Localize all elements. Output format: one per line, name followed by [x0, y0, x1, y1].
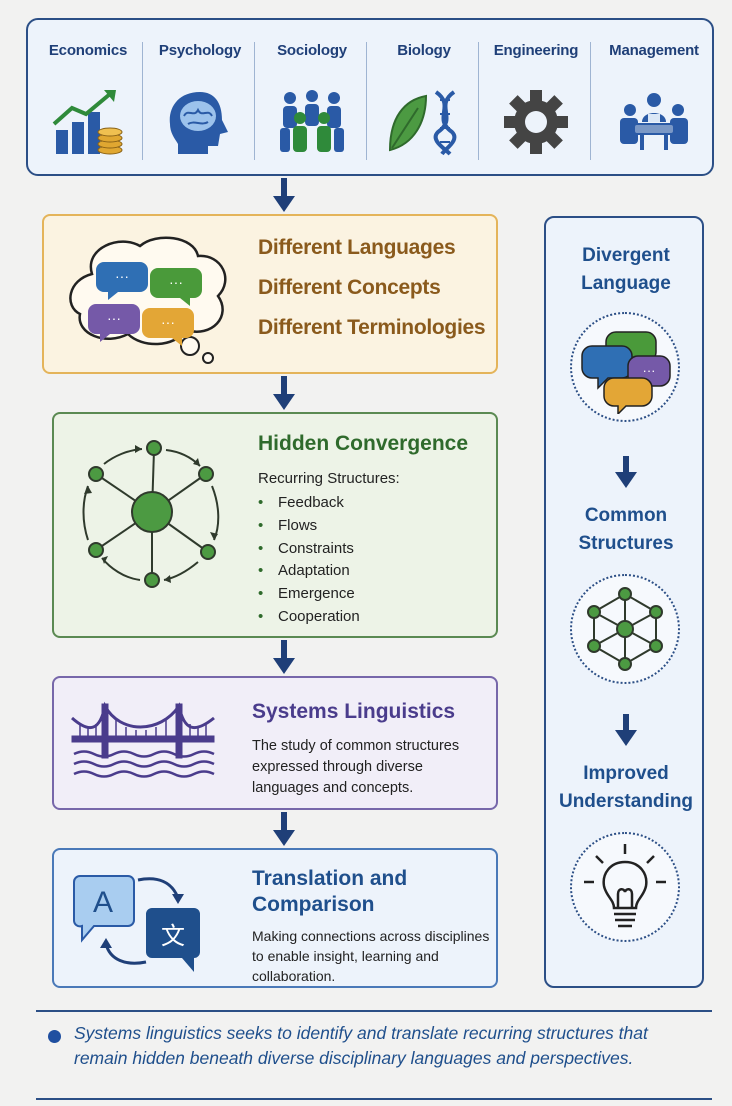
discipline-label: Economics [48, 42, 128, 59]
convergence-panel: Hidden Convergence Recurring Structures:… [52, 412, 498, 638]
list-item: Flows [258, 515, 360, 538]
divider [478, 42, 479, 160]
discipline-label: Sociology [277, 42, 347, 59]
svg-text:···: ··· [161, 314, 175, 330]
discipline-label: Management [609, 42, 699, 59]
step-title-common: Common Structures [578, 505, 674, 554]
discipline-label: Engineering [493, 42, 579, 59]
translation-title: Translation and Comparison [252, 867, 408, 916]
arrow-down-icon [615, 456, 637, 488]
linguistics-panel: Systems Linguistics The study of common … [52, 676, 498, 810]
convergence-title: Hidden Convergence [258, 432, 469, 455]
lightbulb-icon [584, 844, 666, 928]
list-item: Feedback [258, 492, 360, 515]
list-item: Constraints [258, 538, 360, 561]
lightbulb-circle [570, 832, 680, 942]
discipline-label: Biology [397, 42, 451, 59]
discipline-label: Psychology [158, 42, 242, 59]
divider [366, 42, 367, 160]
step-title-understanding: Improved Understanding [558, 763, 694, 812]
step-title-divergent: Divergent Language [581, 245, 671, 294]
bridge-icon [71, 701, 215, 778]
convergence-subtitle: Recurring Structures: [258, 470, 400, 487]
disciplines-panel: Economics Psychology Sociology [26, 18, 714, 176]
people-group-icon [280, 90, 344, 152]
divider [142, 42, 143, 160]
translation-panel: A 文 Translation and Comparison Making co… [52, 848, 498, 988]
network-circle [570, 574, 680, 684]
terminologies-line: Different Terminologies [258, 316, 486, 339]
arrow-down-icon [273, 640, 295, 674]
summary-note: Systems linguistics seeks to identify an… [74, 1023, 648, 1068]
network-cycle-icon [82, 440, 220, 588]
discipline-engineering: Engineering [482, 20, 590, 174]
head-brain-icon [169, 92, 228, 154]
arrow-down-icon [273, 376, 295, 410]
languages-line: Different Languages [258, 236, 456, 259]
thought-cloud-speech-bubbles-icon: ··· ··· ··· ··· [69, 236, 227, 364]
divider [254, 42, 255, 160]
arrow-down-icon [273, 178, 295, 212]
linguistics-body: The study of common structures expressed… [252, 738, 460, 796]
discipline-sociology: Sociology [258, 20, 366, 174]
languages-panel: ··· ··· ··· ··· Different Languages Diff… [42, 214, 498, 374]
concepts-line: Different Concepts [258, 276, 441, 299]
discipline-biology: Biology [370, 20, 478, 174]
glyph-b: 文 [161, 922, 185, 950]
structures-list: Feedback Flows Constraints Adaptation Em… [258, 492, 360, 629]
list-item: Cooperation [258, 606, 360, 629]
right-summary-column: Divergent Language ··· Common Structures… [544, 216, 704, 988]
translate-icon: A 文 [73, 875, 200, 972]
leaf-dna-icon [388, 90, 457, 156]
discipline-psychology: Psychology [146, 20, 254, 174]
list-item: Adaptation [258, 560, 360, 583]
svg-text:···: ··· [115, 268, 129, 284]
arrow-down-icon [615, 714, 637, 746]
glyph-a: A [93, 886, 113, 919]
gear-icon [504, 90, 568, 154]
note-bullet [48, 1030, 61, 1043]
list-item: Emergence [258, 583, 360, 606]
svg-text:···: ··· [107, 310, 121, 326]
svg-text:···: ··· [169, 274, 183, 290]
meeting-table-icon [620, 93, 688, 150]
discipline-management: Management [600, 20, 708, 174]
divider [590, 42, 591, 160]
arrow-down-icon [273, 812, 295, 846]
speech-bubbles-circle: ··· [570, 312, 680, 422]
bar-chart-coins-icon [52, 90, 123, 155]
linguistics-title: Systems Linguistics [252, 700, 456, 723]
svg-text:···: ··· [643, 363, 656, 378]
note-divider-bottom [36, 1098, 712, 1100]
speech-bubbles-icon: ··· [581, 331, 671, 414]
discipline-economics: Economics [34, 20, 142, 174]
note-divider-top [36, 1010, 712, 1012]
network-icon [587, 587, 663, 671]
translation-body: Making connections across disciplines to… [252, 928, 490, 984]
